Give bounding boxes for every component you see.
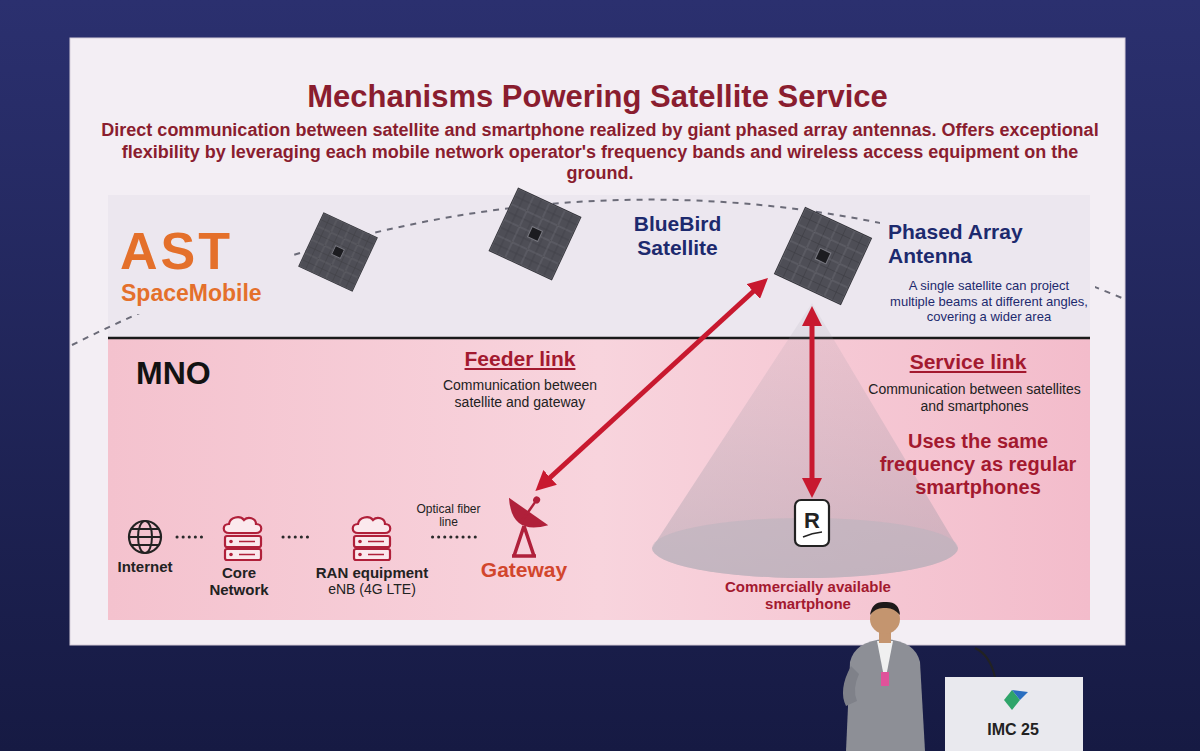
node-body: A single satellite can project multiple … bbox=[885, 278, 1093, 325]
provider-band: ASTSpaceMobilePhased Array AntennaA sing… bbox=[108, 195, 1090, 338]
link-description: Communication between satellite and gate… bbox=[425, 377, 615, 411]
fiber-connector bbox=[177, 536, 203, 539]
node-heading: RAN equipment bbox=[312, 564, 433, 581]
link-arrow bbox=[810, 316, 815, 488]
slide-screen bbox=[70, 38, 1125, 645]
node-heading: Internet bbox=[113, 558, 177, 575]
node-body: eNB (4G LTE) bbox=[312, 581, 433, 597]
satellite-symbol bbox=[488, 187, 581, 280]
gateway-icon: Gateway bbox=[477, 491, 572, 582]
slide-subtitle: Direct communication between satellite a… bbox=[100, 120, 1100, 185]
fiber-connector bbox=[433, 536, 477, 539]
link-label: Feeder link bbox=[435, 347, 605, 371]
satellite-symbol bbox=[298, 212, 378, 292]
satellite-name: BlueBird Satellite bbox=[615, 212, 740, 260]
node-heading: Gateway bbox=[477, 558, 572, 582]
link-label: Service link bbox=[883, 350, 1053, 374]
microphone-stand bbox=[975, 648, 995, 677]
node-heading: MNO bbox=[136, 356, 211, 391]
node-heading: Commercially available smartphone bbox=[708, 578, 908, 613]
speaker-figure bbox=[843, 602, 925, 751]
ran-equipment-icon: RAN equipmenteNB (4G LTE) bbox=[312, 512, 433, 597]
gateway-icon-graphic bbox=[484, 491, 564, 558]
satellite-antenna-graphic bbox=[768, 206, 878, 306]
fiber-connector bbox=[283, 536, 312, 539]
orbit-arc bbox=[72, 200, 1122, 345]
link-label: Optical fiber line bbox=[410, 503, 488, 529]
link-description: Communication between satellites and sma… bbox=[867, 381, 1082, 415]
panel-divider bbox=[108, 337, 1090, 340]
podium-logo bbox=[1004, 690, 1028, 710]
podium bbox=[945, 677, 1083, 751]
phone-logo: R bbox=[800, 509, 824, 533]
core-network-icon: Core Network bbox=[203, 512, 283, 599]
node-heading: Core Network bbox=[203, 564, 275, 599]
event-logo: IMC 25 bbox=[978, 721, 1048, 739]
internet-icon-graphic bbox=[125, 518, 165, 556]
core-network-icon-graphic bbox=[217, 512, 269, 562]
frequency-note: Uses the same frequency as regular smart… bbox=[873, 430, 1083, 499]
node-heading: Phased Array Antenna bbox=[888, 220, 1063, 268]
node-body: SpaceMobile bbox=[121, 281, 262, 306]
operator-panel bbox=[108, 338, 1090, 620]
node-heading: AST bbox=[120, 225, 233, 277]
internet-icon: Internet bbox=[113, 518, 177, 575]
ran-equipment-icon-graphic bbox=[346, 512, 398, 562]
slide-title: Mechanisms Powering Satellite Service bbox=[70, 78, 1125, 115]
satellite-antenna: Phased Array AntennaA single satellite c… bbox=[768, 206, 878, 306]
